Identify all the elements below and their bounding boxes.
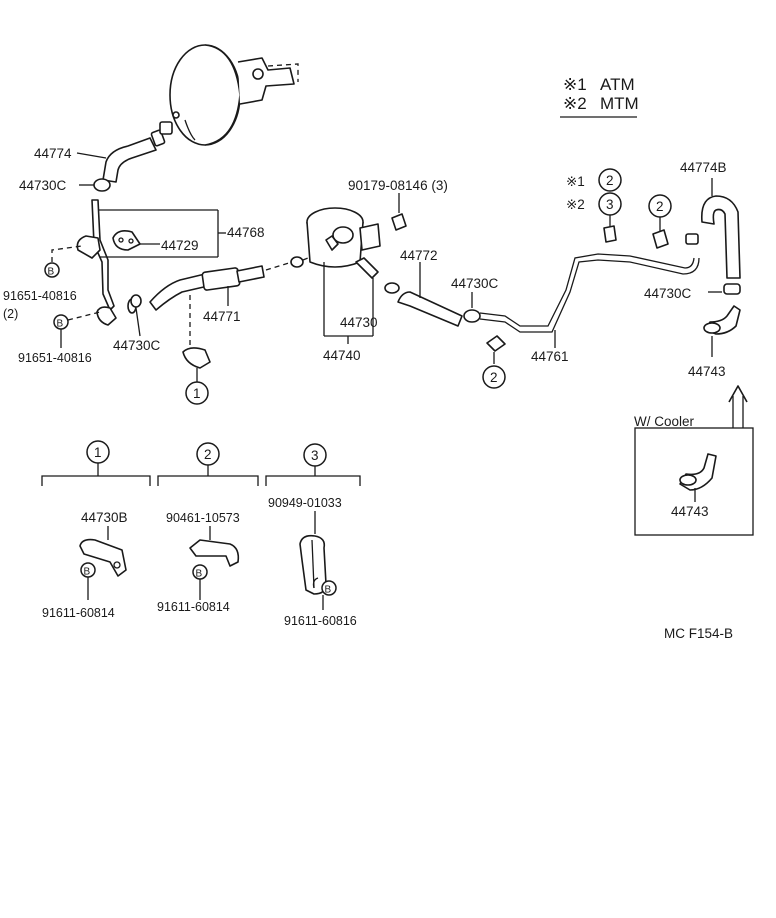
callout-2-right: 2 bbox=[648, 194, 672, 249]
label-44730c-a: 44730C bbox=[19, 178, 67, 193]
callout-2-right-mark: 2 bbox=[656, 199, 664, 214]
label-44772: 44772 bbox=[400, 248, 438, 263]
label-mark-2: ※2 bbox=[566, 197, 585, 212]
callout-2-ref: 2 bbox=[598, 168, 622, 192]
label-44730: 44730 bbox=[340, 315, 378, 330]
label-44730c-b: 44730C bbox=[113, 338, 161, 353]
label-91651-b: 91651-40816 bbox=[18, 351, 92, 365]
clamp-44730c-c bbox=[463, 292, 481, 323]
hose-44774 bbox=[76, 121, 173, 183]
legend-mtm: MTM bbox=[600, 94, 639, 113]
clamp-44730c-b bbox=[130, 294, 142, 337]
cooler-box-title: W/ Cooler bbox=[634, 414, 695, 429]
hose-44771 bbox=[149, 261, 293, 345]
label-44771: 44771 bbox=[203, 309, 241, 324]
bolt-90179 bbox=[391, 193, 407, 231]
clamp-44730c-a bbox=[79, 178, 111, 192]
bolt-b-a-mark: B bbox=[48, 267, 55, 278]
legend: ※1 ATM ※2 MTM bbox=[560, 75, 639, 118]
label-44730c-d: 44730C bbox=[644, 286, 692, 301]
legend-mark-1: ※1 bbox=[563, 75, 587, 94]
clip-callout-2-center: 2 bbox=[482, 335, 506, 389]
detail-2: 2 90461-10573 B 91611-60814 bbox=[157, 442, 259, 614]
clamp-44730c-d bbox=[708, 283, 741, 295]
callout-3-ref-mark: 3 bbox=[606, 197, 614, 212]
label-44768: 44768 bbox=[227, 225, 265, 240]
pipe-44768 bbox=[76, 199, 141, 326]
cooler-box-part: 44743 bbox=[671, 504, 709, 519]
label-91651-a: 91651-40816 bbox=[3, 289, 77, 303]
label-44729: 44729 bbox=[161, 238, 199, 253]
hose-44774b bbox=[700, 178, 741, 279]
cooler-box: W/ Cooler 44743 bbox=[634, 414, 754, 536]
detail-1-part: 44730B bbox=[81, 510, 128, 525]
pipe-44761 bbox=[479, 233, 700, 348]
detail-1-mark: 1 bbox=[94, 445, 102, 460]
detail-2-bolt: 91611-60814 bbox=[157, 600, 230, 614]
label-91651-a-qty: (2) bbox=[3, 307, 18, 321]
callout-2-center-mark: 2 bbox=[490, 370, 498, 385]
detail-2-mark: 2 bbox=[204, 447, 212, 462]
bolt-b-b-mark: B bbox=[57, 319, 64, 330]
detail-1: 1 44730B B 91611-60814 bbox=[41, 440, 151, 620]
label-44774: 44774 bbox=[34, 146, 72, 161]
cooler-arrow bbox=[728, 385, 748, 428]
bolt-b-b: B bbox=[53, 311, 101, 348]
legend-mark-2: ※2 bbox=[563, 94, 587, 113]
detail-1-bolt: 91611-60814 bbox=[42, 606, 115, 620]
label-44761: 44761 bbox=[531, 349, 569, 364]
label-mark-1: ※1 bbox=[566, 174, 585, 189]
callout-3-ref: 3 bbox=[598, 192, 622, 243]
detail-3-part: 90949-01033 bbox=[268, 496, 342, 510]
callout-2-ref-mark: 2 bbox=[606, 173, 614, 188]
bracket-leader-44768 bbox=[98, 209, 226, 258]
detail-3-bolt: 91611-60816 bbox=[284, 614, 357, 628]
label-44774b: 44774B bbox=[680, 160, 727, 175]
label-44743: 44743 bbox=[688, 364, 726, 379]
detail-2-b-mark: B bbox=[196, 569, 203, 580]
canister-44740 bbox=[306, 207, 381, 279]
hose-44772 bbox=[384, 262, 463, 327]
detail-2-part: 90461-10573 bbox=[166, 511, 240, 525]
detail-3: 3 90949-01033 B 91611-60816 bbox=[265, 443, 361, 628]
detail-3-b-mark: B bbox=[325, 585, 332, 596]
brake-booster bbox=[169, 44, 299, 146]
label-44730c-c: 44730C bbox=[451, 276, 499, 291]
legend-atm: ATM bbox=[600, 75, 635, 94]
callout-1-mark: 1 bbox=[193, 386, 201, 401]
figure-code: MC F154-B bbox=[664, 626, 733, 641]
union-44743 bbox=[703, 305, 741, 357]
detail-3-mark: 3 bbox=[311, 448, 319, 463]
bolt-b-a: B bbox=[44, 245, 83, 278]
label-90179: 90179-08146 (3) bbox=[348, 178, 448, 193]
bracket-callout-1: 1 bbox=[182, 347, 211, 405]
detail-1-b-mark: B bbox=[84, 567, 91, 578]
label-44740: 44740 bbox=[323, 348, 361, 363]
